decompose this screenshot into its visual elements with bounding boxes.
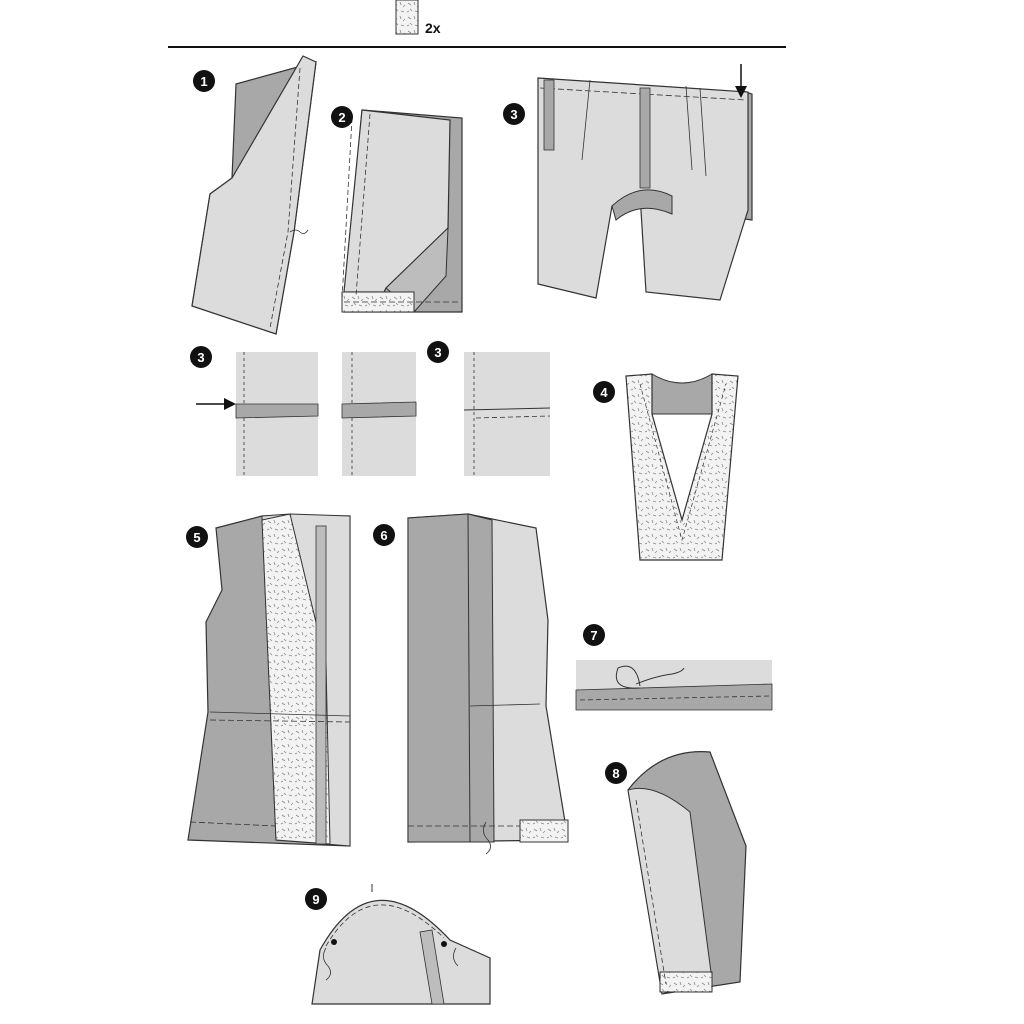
step-3a-illustration — [196, 352, 417, 476]
step-3a-marker: 3 a — [190, 346, 222, 368]
svg-text:b: b — [451, 346, 459, 361]
step-5-illustration — [187, 513, 351, 847]
step-9-illustration — [311, 884, 491, 1005]
step-2-illustration — [341, 109, 463, 313]
step-4-illustration — [625, 373, 739, 561]
step-8-marker: 8 — [605, 762, 627, 784]
step-9-marker: 9 — [305, 888, 327, 910]
step-1-marker: 1 — [193, 70, 215, 92]
svg-text:6: 6 — [380, 528, 387, 543]
svg-text:3: 3 — [434, 345, 441, 360]
step-4-marker: 4 — [593, 381, 615, 403]
step-8-illustration — [627, 751, 747, 995]
svg-text:9: 9 — [312, 892, 319, 907]
step-2-marker: 2 — [331, 106, 353, 128]
svg-text:2: 2 — [338, 110, 345, 125]
svg-text:1: 1 — [200, 74, 207, 89]
step-3-illustration — [537, 64, 753, 301]
svg-text:4: 4 — [600, 385, 608, 400]
step-5-marker: 5 — [186, 526, 208, 548]
svg-text:a: a — [214, 351, 222, 366]
svg-text:5: 5 — [193, 530, 200, 545]
step-6-marker: 6 — [373, 524, 395, 546]
svg-text:7: 7 — [590, 628, 597, 643]
legend: 2x — [395, 0, 441, 36]
legend-quantity: 2x — [425, 20, 441, 36]
svg-text:3: 3 — [510, 107, 517, 122]
svg-text:3: 3 — [197, 350, 204, 365]
step-7-marker: 7 — [583, 624, 605, 646]
svg-text:8: 8 — [612, 766, 619, 781]
step-3b-marker: 3 b — [427, 341, 459, 363]
step-3-marker: 3 — [503, 103, 525, 125]
step-7-illustration — [575, 660, 773, 711]
needle-icon — [635, 667, 685, 685]
interfacing-swatch-icon — [395, 0, 419, 35]
step-6-illustration — [407, 513, 569, 855]
step-3b-illustration — [463, 352, 551, 476]
step-1-illustration — [191, 55, 317, 335]
